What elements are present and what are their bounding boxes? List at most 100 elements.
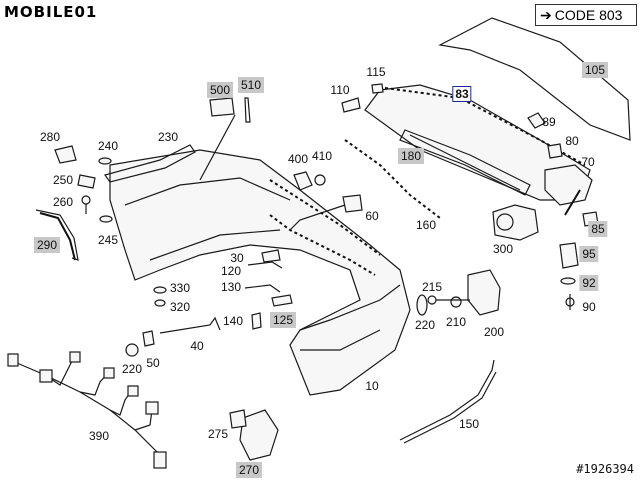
mount-95 [559,242,579,269]
connector-b [39,369,53,383]
bracket-130 [244,284,281,293]
strip-160 [344,139,441,219]
bracket-230 [104,144,196,183]
callout-40: 40 [190,339,204,353]
bolt-260 [81,195,91,205]
cover-270 [239,409,279,461]
callout-180: 180 [397,148,425,164]
callout-270: 270 [235,462,263,478]
rod-40 [159,316,221,334]
callout-89: 89 [542,115,556,129]
callout-110: 110 [330,83,350,97]
clip-50 [142,330,155,347]
callout-70: 70 [581,155,595,169]
callout-215: 215 [421,280,443,294]
connector-d [103,367,115,379]
strip-125 [271,294,293,307]
callout-510: 510 [237,77,265,93]
callout-280: 280 [39,130,61,144]
callout-230: 230 [157,130,179,144]
callout-500: 500 [206,82,234,98]
callout-50: 50 [146,356,160,370]
clip-280 [54,145,77,164]
bolt-140 [251,312,262,330]
bracket-200 [467,269,501,316]
inner-strip-180 [399,129,531,196]
callout-410: 410 [311,149,333,163]
arrow-right-icon: ➔ [540,6,552,23]
ring-410 [314,174,326,186]
callout-60: 60 [365,209,379,223]
callout-105: 105 [581,62,609,78]
bracket-70 [544,164,593,206]
wiring-harness-390 [9,359,161,456]
clip-110 [341,97,361,113]
callout-390: 390 [88,429,110,443]
connector-g [153,451,167,469]
code-box: ➔ CODE 803 [535,4,637,26]
callout-220: 220 [121,362,143,376]
callout-140: 140 [222,314,244,328]
callout-83: 83 [452,86,472,102]
nut-320 [154,299,166,307]
callout-115: 115 [366,65,386,79]
washer-330 [153,286,167,294]
watermark-number: #1926394 [576,462,634,476]
callout-90: 90 [582,300,596,314]
clip-80 [547,143,563,159]
callout-400: 400 [287,152,309,166]
callout-250: 250 [52,173,74,187]
clip-30 [261,249,281,263]
diffuser-83 [364,84,591,201]
bumper-cover-10 [109,149,411,396]
side-trim-290 [39,212,76,261]
callout-320: 320 [169,300,191,314]
connector-e [127,385,139,397]
callout-160: 160 [415,218,437,232]
reflector-500 [209,97,235,117]
callout-150: 150 [458,417,480,431]
bolt-210 [450,296,462,308]
callout-330: 330 [169,281,191,295]
callout-95: 95 [579,246,599,262]
washer-215 [427,295,437,305]
callout-220: 220 [414,318,436,332]
cap-89 [527,112,546,129]
strip-510 [244,97,251,123]
connector-a [7,353,19,367]
bracket-120 [247,261,283,269]
callout-130: 130 [220,280,242,294]
callout-92: 92 [579,275,599,291]
exhaust-trim-300 [492,204,539,241]
screw-240 [98,157,112,165]
callout-30: 30 [230,251,244,265]
bracket-60 [342,194,363,213]
diffuser-edge-dashes [384,87,586,166]
nut-220-left [125,343,139,357]
trim-strip-105 [438,17,631,141]
washer-220-right [416,294,428,316]
clip-115 [371,83,384,94]
code-label: CODE 803 [554,7,623,23]
callout-245: 245 [97,233,119,247]
callout-120: 120 [220,264,242,278]
callout-300: 300 [492,242,514,256]
nut-245 [99,215,113,223]
trim-150 [399,359,495,441]
brand-logo: MOBILE01 [4,3,98,21]
connector-f [145,401,159,415]
fastener-250 [77,174,96,189]
clip-275 [229,409,247,429]
callout-210: 210 [445,315,467,329]
callout-275: 275 [207,427,229,441]
callout-85: 85 [588,221,608,237]
washer-92 [560,277,576,285]
callout-240: 240 [97,139,119,153]
callout-260: 260 [52,195,74,209]
callout-290: 290 [33,237,61,253]
connector-c [69,351,81,363]
callout-125: 125 [269,312,297,328]
callout-200: 200 [483,325,505,339]
